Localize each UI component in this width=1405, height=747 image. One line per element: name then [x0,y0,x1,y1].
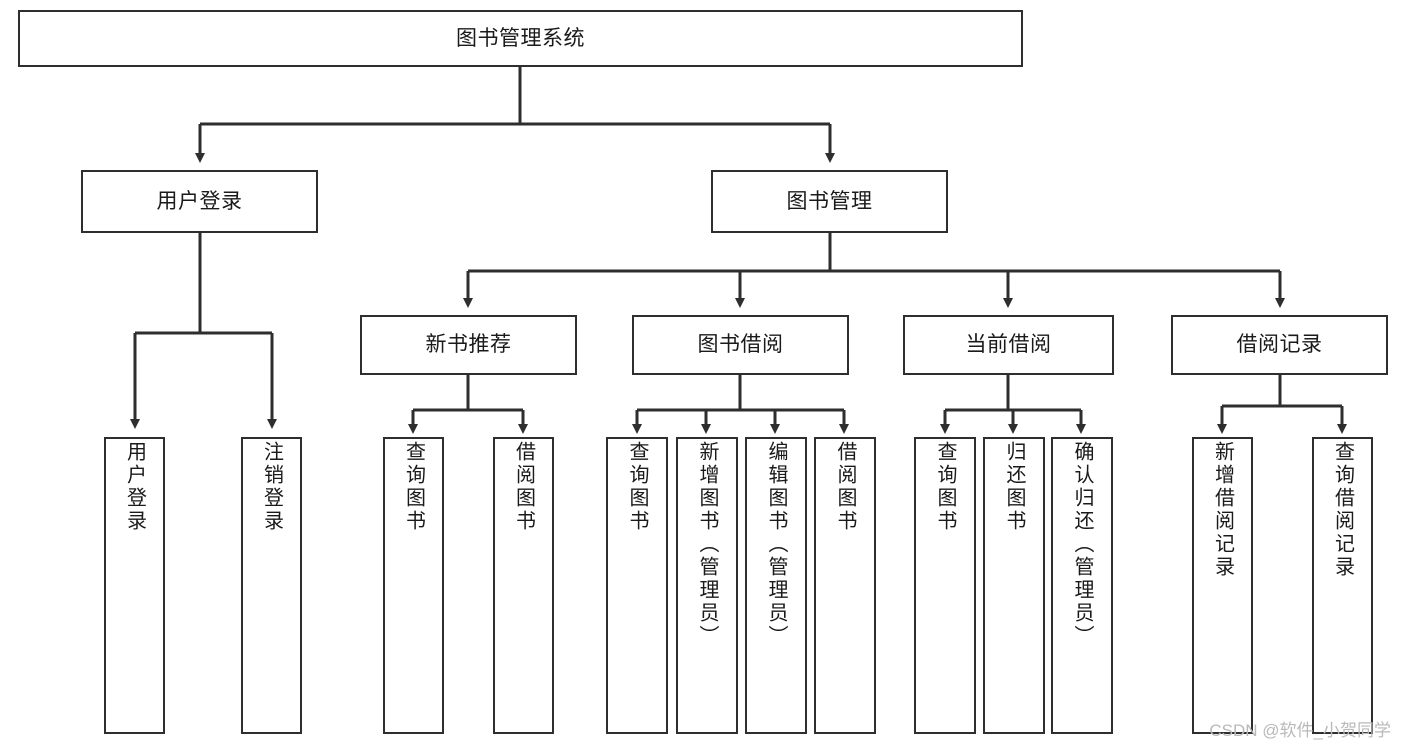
node-label: 确认归还（管理员） [1071,441,1093,648]
leaf-query-book-2[interactable]: 查询图书 [606,437,668,734]
node-user-login[interactable]: 用户登录 [81,170,318,233]
leaf-query-record[interactable]: 查询借阅记录 [1312,437,1373,734]
node-label: 借阅图书 [834,441,856,533]
node-label: 查询借阅记录 [1331,441,1354,579]
leaf-edit-book[interactable]: 编辑图书（管理员） [745,437,807,734]
node-current-borrow[interactable]: 当前借阅 [903,315,1114,375]
node-label: 借阅图书 [512,441,535,533]
node-label: 查询图书 [934,441,956,533]
node-label: 编辑图书（管理员） [765,441,787,648]
leaf-add-book[interactable]: 新增图书（管理员） [676,437,738,734]
node-root-book-management-system[interactable]: 图书管理系统 [18,10,1023,67]
node-label: 用户登录 [156,189,243,213]
node-label: 借阅记录 [1236,333,1323,357]
leaf-query-book-1[interactable]: 查询图书 [383,437,444,734]
node-label: 新书推荐 [425,333,512,357]
leaf-add-record[interactable]: 新增借阅记录 [1192,437,1253,734]
leaf-user-login[interactable]: 用户登录 [104,437,165,734]
node-label: 查询图书 [402,441,425,533]
leaf-confirm-return[interactable]: 确认归还（管理员） [1051,437,1113,734]
csdn-watermark: CSDN @软件_小贺同学 [1209,721,1391,740]
node-label: 图书管理系统 [456,26,585,50]
node-label: 新增借阅记录 [1211,441,1234,579]
node-label: 注销登录 [260,441,283,533]
node-label: 新增图书（管理员） [696,441,718,648]
node-label: 查询图书 [626,441,648,533]
leaf-return-book[interactable]: 归还图书 [983,437,1045,734]
leaf-borrow-book-2[interactable]: 借阅图书 [814,437,876,734]
node-book-borrow[interactable]: 图书借阅 [632,315,849,375]
leaf-borrow-book-1[interactable]: 借阅图书 [493,437,554,734]
node-label: 归还图书 [1003,441,1025,533]
node-label: 用户登录 [123,441,146,533]
node-borrow-record[interactable]: 借阅记录 [1171,315,1388,375]
leaf-query-book-3[interactable]: 查询图书 [914,437,976,734]
node-new-book-recommend[interactable]: 新书推荐 [360,315,577,375]
leaf-logout-login[interactable]: 注销登录 [241,437,302,734]
node-label: 图书管理 [786,189,873,213]
node-label: 图书借阅 [697,333,784,357]
node-book-manage[interactable]: 图书管理 [711,170,948,233]
node-label: 当前借阅 [965,333,1052,357]
